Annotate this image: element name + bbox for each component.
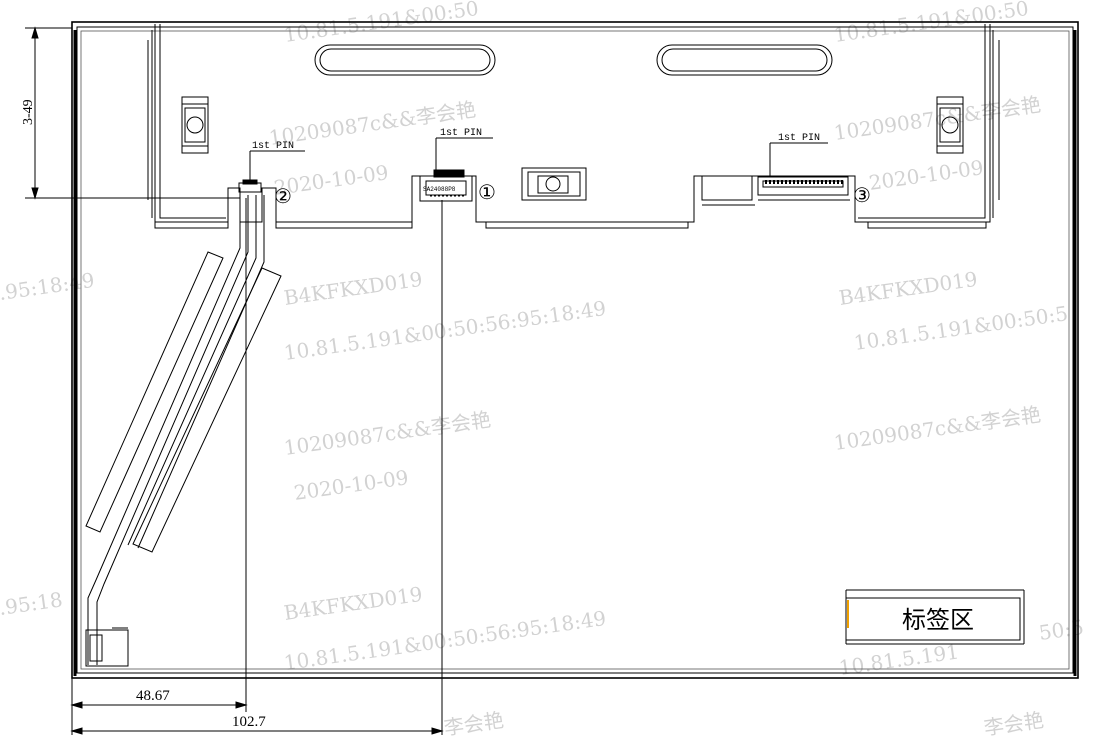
watermark-text: 10.81.5.191&00:50	[282, 0, 480, 47]
dimension-vertical-text: 3-49	[21, 99, 36, 125]
mounting-slots	[314, 44, 833, 76]
watermark-text: B4KFKXD019	[282, 582, 424, 625]
watermark-text: 10209087c&&李会艳	[832, 402, 1042, 455]
watermark-text: 10.81.5.191	[837, 639, 960, 680]
flex-cable	[85, 195, 282, 667]
watermark-text: .95:18	[0, 587, 64, 620]
label-area-text: 标签区	[902, 606, 974, 634]
pin-label-connector-1: 1st PIN	[440, 128, 482, 139]
watermark-text: 2020-10-09	[292, 465, 410, 505]
watermark-text: B4KFKXD019	[837, 267, 979, 310]
dimension-bottom	[70, 198, 444, 735]
watermark-text: B4KFKXD019	[282, 267, 424, 310]
dimension-bottom-long-text: 102.7	[232, 714, 266, 730]
connector-2-number: ②	[274, 184, 292, 208]
connector-2	[238, 179, 262, 193]
watermark-text: 2020-10-09	[867, 155, 985, 195]
watermark-text: 李会艳	[442, 708, 505, 740]
connector-3-number: ③	[853, 183, 871, 207]
connector-3	[757, 176, 850, 201]
dimension-bottom-short-text: 48.67	[136, 688, 170, 704]
connector-1-part-text: SA24088P8	[423, 186, 456, 193]
watermark-text: 李会艳	[982, 708, 1045, 740]
screw-post-left	[181, 96, 209, 154]
connector-1: SA24088P8	[419, 169, 473, 202]
panel-outline	[71, 21, 1079, 679]
connector-1-number: ①	[478, 180, 496, 204]
watermark-text: 10209087c&&李会艳	[267, 97, 477, 150]
pin-label-connector-2: 1st PIN	[252, 141, 294, 152]
pin-callouts	[249, 137, 828, 180]
watermark-text: 10.81.5.191&00:50:56:95:18:49	[282, 296, 607, 365]
watermark-text: 10.81.5.191&00:50	[832, 0, 1030, 47]
center-mount	[521, 167, 587, 201]
watermark-text: 10.81.5.191&00:50:5	[852, 301, 1069, 355]
dimension-vertical	[25, 26, 240, 200]
watermark-text: 10209087c&&李会艳	[282, 407, 492, 460]
pin-label-connector-3: 1st PIN	[778, 133, 820, 144]
screw-post-right	[936, 96, 964, 154]
backplate-bracket	[147, 24, 1000, 229]
watermark-text: .95:18:49	[0, 268, 96, 305]
label-area	[845, 589, 1025, 645]
